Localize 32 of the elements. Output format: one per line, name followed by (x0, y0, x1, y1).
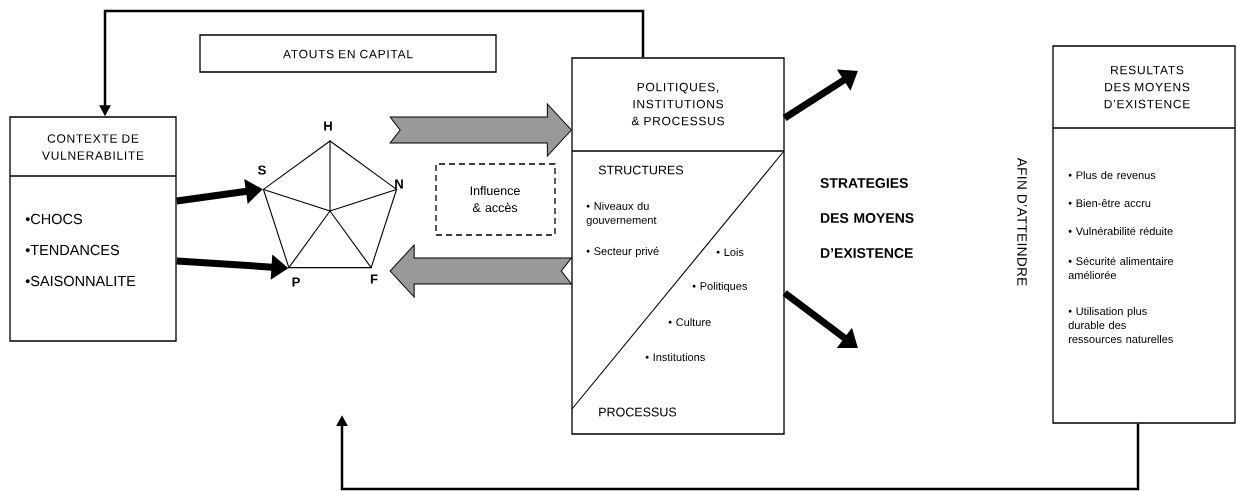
box-heading: RESULTATS DES MOYENS D’EXISTENCE (1104, 65, 1190, 109)
vertex-letter: S (258, 165, 266, 175)
strategy-heading: STRATEGIES DES MOYENS D’EXISTENCE (820, 178, 914, 258)
arrow (782, 290, 858, 348)
vertical-text: AFIN D’ATTEINDRE (1017, 157, 1027, 286)
list-item: • Utilisation plus durable des ressources naturelles (1068, 306, 1173, 344)
arrow (389, 103, 572, 157)
list-item: • Lois (716, 247, 744, 257)
list-item: • Sécurité alimentaire améliorée (1068, 256, 1174, 280)
list-item: • Secteur privé (586, 246, 659, 258)
arrow (782, 69, 858, 121)
arrow (389, 244, 572, 298)
list-item: • Vulnérabilité réduite (1068, 226, 1173, 236)
box-heading: CONTEXTE DE VULNERABILITE (42, 134, 144, 160)
list-item: • Politiques (692, 281, 747, 293)
vertex-letter: P (292, 277, 300, 287)
list-item: • Institutions (645, 352, 705, 362)
list-item: • Plus de revenus (1068, 170, 1156, 180)
list-item: •CHOCS (25, 213, 82, 225)
vertex-letter: H (324, 121, 332, 131)
section-heading: PROCESSUS (599, 407, 677, 417)
box-heading: ATOUTS EN CAPITAL (283, 49, 413, 59)
section-heading: STRUCTURES (598, 165, 684, 175)
list-item: • Culture (668, 317, 711, 327)
vertex-letter: F (370, 274, 378, 284)
vertex-letter: N (395, 179, 403, 189)
box-heading: POLITIQUES, INSTITUTIONS & PROCESSUS (631, 82, 724, 126)
box-text: Influence & accès (470, 185, 520, 213)
list-item: • Bien-être accru (1068, 198, 1151, 208)
list-item: •TENDANCES (25, 244, 120, 256)
list-item: •SAISONNALITE (25, 275, 136, 287)
list-item: • Niveaux du gouvernement (586, 201, 657, 227)
